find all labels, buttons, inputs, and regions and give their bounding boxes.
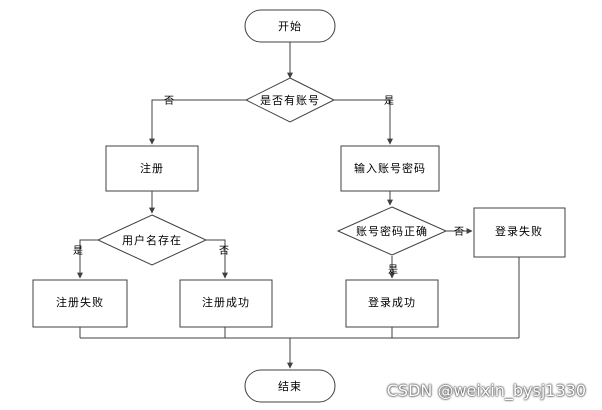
edge-label-credentials-correct-yes: 是: [388, 264, 398, 276]
node-credentials-correct-label: 账号密码正确: [356, 224, 428, 238]
node-has-account-label: 是否有账号: [260, 93, 320, 107]
node-username-exists: 用户名存在: [96, 214, 208, 266]
node-login-success: 登录成功: [345, 279, 439, 328]
node-login-failed: 登录失败: [473, 207, 566, 258]
node-start-label: 开始: [278, 19, 302, 33]
node-register: 注册: [105, 145, 199, 192]
edge-label-has-account-no: 否: [164, 95, 174, 107]
node-register-failed-label: 注册失败: [56, 295, 104, 309]
node-credentials-correct: 账号密码正确: [336, 206, 448, 256]
node-end: 结束: [244, 369, 336, 403]
edge-label-credentials-correct-no: 否: [454, 226, 464, 238]
node-end-label: 结束: [278, 380, 302, 393]
node-register-success: 注册成功: [179, 279, 273, 328]
edge-label-username-exists-yes: 是: [73, 245, 83, 257]
node-register-label: 注册: [140, 161, 164, 175]
node-username-exists-label: 用户名存在: [122, 233, 182, 247]
nodes: 开始 是否有账号 注册 输入账号密码 用户名存在 账号密码正确: [32, 9, 566, 403]
edges: [77, 42, 520, 369]
edge-username-exists-no: [206, 239, 228, 279]
edge-label-has-account-yes: 是: [384, 95, 394, 107]
watermark-text: CSDN @weixin_bysj1330: [386, 381, 586, 400]
node-login-failed-label: 登录失败: [495, 224, 543, 238]
edge-labels: 否 是 是 否 否 是: [73, 95, 464, 276]
node-start: 开始: [244, 9, 336, 43]
node-login-success-label: 登录成功: [368, 295, 416, 309]
node-register-success-label: 注册成功: [202, 295, 250, 309]
node-has-account: 是否有账号: [244, 77, 336, 123]
node-register-failed: 注册失败: [32, 279, 128, 328]
edge-label-username-exists-no: 否: [219, 245, 229, 257]
node-enter-credentials-label: 输入账号密码: [354, 161, 426, 175]
edge-has-account-yes: [334, 99, 393, 145]
edge-has-account-no: [149, 99, 246, 145]
node-enter-credentials: 输入账号密码: [340, 145, 440, 192]
edge-username-exists-yes: [77, 239, 98, 279]
